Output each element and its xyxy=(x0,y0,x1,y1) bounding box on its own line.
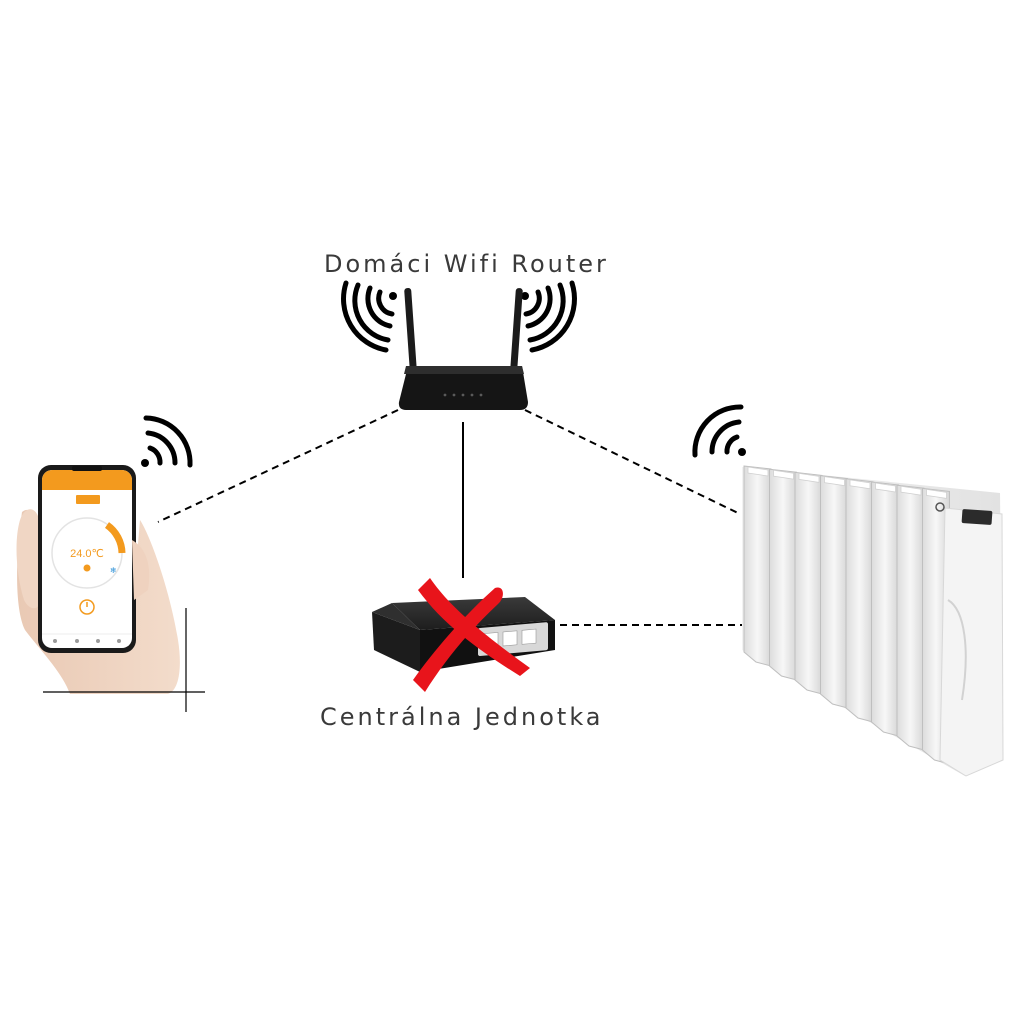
power-icon xyxy=(79,599,95,615)
snowflake-icon: ❄ xyxy=(110,566,117,575)
radiator-fin-cap xyxy=(798,472,820,483)
temperature-readout: 24.0℃ xyxy=(70,548,104,560)
wifi-signal-icon xyxy=(692,404,746,458)
link-router-radiator xyxy=(524,409,741,515)
wifi-router xyxy=(341,280,577,410)
link-router-phone xyxy=(157,409,399,523)
radiator-fin xyxy=(743,465,772,667)
radiator-fin-cap xyxy=(773,469,794,480)
radiator-fin-cap xyxy=(849,479,871,490)
radiator-fin-cap xyxy=(824,476,845,487)
radiator-fin-cap xyxy=(900,485,922,496)
radiator-fin-cap xyxy=(926,488,947,499)
radiator-fin xyxy=(871,481,899,737)
connection-lines xyxy=(157,409,742,626)
central-unit-label: Centrálna Jednotka xyxy=(320,703,604,731)
radiator-fin xyxy=(794,471,823,695)
central-unit xyxy=(372,578,555,692)
router-label: Domáci Wifi Router xyxy=(324,250,609,278)
smartphone: 24.0℃ ❄ xyxy=(16,415,205,712)
radiator-fin-cap xyxy=(747,466,769,477)
cross-mark-icon xyxy=(413,578,530,692)
radiator-fin-cap xyxy=(875,482,896,493)
wifi-signal-icon xyxy=(141,415,193,468)
mode-button xyxy=(76,495,100,504)
radiator-fin xyxy=(820,475,848,709)
wifi-signal-icon xyxy=(521,280,577,353)
radiator-heater xyxy=(692,404,1004,777)
radiator-fin xyxy=(769,468,797,681)
radiator-fin xyxy=(845,478,874,723)
radiator-fin xyxy=(896,484,925,751)
wifi-signal-icon xyxy=(341,280,397,353)
